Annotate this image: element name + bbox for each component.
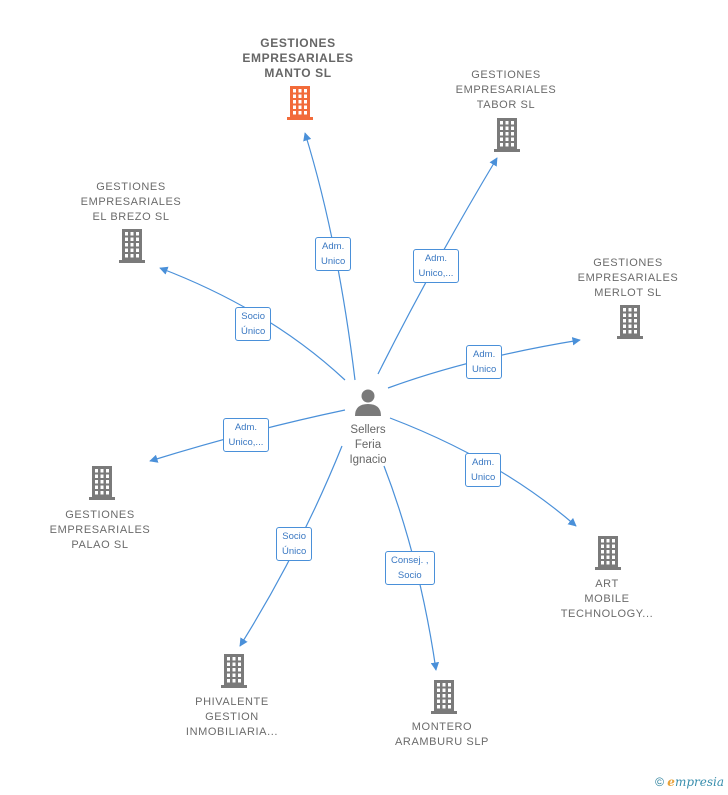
company-label-line: EMPRESARIALES xyxy=(242,51,354,65)
edge-label-line: Unico,... xyxy=(418,268,454,279)
building-icon-tabor[interactable] xyxy=(494,118,520,152)
edge-label-line: Adm. xyxy=(473,349,496,360)
brand-logo-e: e xyxy=(667,775,675,789)
edge-label-tabor[interactable]: Adm. Unico,... xyxy=(412,249,460,283)
brand-logo[interactable]: empresia xyxy=(667,775,724,789)
company-label-line: GESTIONES xyxy=(593,257,663,269)
edge-label-palao[interactable]: Adm. Unico,... xyxy=(222,418,270,452)
building-icon-manto[interactable] xyxy=(287,86,313,120)
company-label-line: EMPRESARIALES xyxy=(80,196,182,208)
brand-logo-rest: mpresia xyxy=(674,775,724,789)
company-label-line: EMPRESARIALES xyxy=(577,272,679,284)
company-label-line: GESTIONES xyxy=(260,36,336,50)
company-label-line: ARAMBURU SLP xyxy=(395,736,489,748)
edge-label-line: Socio xyxy=(241,311,266,322)
company-label-line: MOBILE xyxy=(584,593,630,605)
edge-label-line: Único xyxy=(282,546,307,557)
center-label-line: Ignacio xyxy=(349,454,387,466)
edge-label-manto[interactable]: Adm. Unico xyxy=(315,237,352,271)
company-label-line: MONTERO xyxy=(411,721,473,733)
building-icon-montero[interactable] xyxy=(431,680,457,714)
edge-label-art[interactable]: Adm. Unico xyxy=(465,453,502,487)
company-label-palao[interactable]: GESTIONES EMPRESARIALES PALAO SL xyxy=(50,508,151,553)
company-label-phivalente[interactable]: PHIVALENTE GESTION INMOBILIARIA... xyxy=(186,695,278,740)
company-label-line: GESTIONES xyxy=(96,181,166,193)
company-label-line: EMPRESARIALES xyxy=(49,524,151,536)
edge-label-line: Unico xyxy=(321,256,346,267)
edge-label-line: Adm. xyxy=(424,253,448,264)
company-label-art[interactable]: ART MOBILE TECHNOLOGY... xyxy=(561,577,654,622)
edge-label-line: Socio xyxy=(397,570,422,581)
edge-label-line: Único xyxy=(241,326,266,337)
footer-brand: © empresia xyxy=(655,775,724,789)
edge-label-montero[interactable]: Consej. , Socio xyxy=(385,551,435,585)
building-icon-merlot[interactable] xyxy=(617,305,643,339)
company-label-line: MERLOT SL xyxy=(594,287,662,299)
company-label-line: EL BREZO SL xyxy=(92,211,170,223)
edge-label-line: Adm. xyxy=(322,241,345,252)
edge-label-line: Adm. xyxy=(234,422,258,433)
edge-label-line: Unico xyxy=(472,364,497,375)
building-icon-palao[interactable] xyxy=(89,466,115,500)
company-label-line: GESTIONES xyxy=(471,69,541,81)
company-label-line: GESTION xyxy=(205,711,259,723)
company-label-tabor[interactable]: GESTIONES EMPRESARIALES TABOR SL xyxy=(456,68,557,113)
building-icon-art[interactable] xyxy=(595,536,621,570)
company-label-line: INMOBILIARIA... xyxy=(185,726,279,738)
building-icon-phivalente[interactable] xyxy=(221,654,247,688)
company-label-line: EMPRESARIALES xyxy=(455,84,557,96)
edge-label-line: Socio xyxy=(282,531,307,542)
center-label-line: Sellers xyxy=(350,424,386,436)
company-label-line: TECHNOLOGY... xyxy=(560,608,654,620)
company-label-line: ART xyxy=(595,578,619,590)
edge-label-line: Adm. xyxy=(472,457,495,468)
company-label-line: TABOR SL xyxy=(476,99,536,111)
building-icon-brezo[interactable] xyxy=(119,229,145,263)
copyright-symbol: © xyxy=(655,775,664,789)
company-label-brezo[interactable]: GESTIONES EMPRESARIALES EL BREZO SL xyxy=(81,180,182,225)
person-icon[interactable] xyxy=(355,389,381,417)
center-label-line: Feria xyxy=(354,439,382,451)
company-label-line: GESTIONES xyxy=(65,509,135,521)
edge-label-merlot[interactable]: Adm. Unico xyxy=(466,345,503,379)
center-person-label[interactable]: Sellers Feria Ignacio xyxy=(349,423,386,468)
edge-label-line: Unico,... xyxy=(228,437,264,448)
company-label-line: PHIVALENTE xyxy=(195,696,269,708)
company-label-montero[interactable]: MONTERO ARAMBURU SLP xyxy=(395,720,489,750)
edge-label-line: Unico xyxy=(471,472,496,483)
company-label-line: MANTO SL xyxy=(264,66,332,80)
company-label-line: PALAO SL xyxy=(71,539,129,551)
edge-label-line: Consej. , xyxy=(391,555,429,566)
company-label-merlot[interactable]: GESTIONES EMPRESARIALES MERLOT SL xyxy=(578,256,679,301)
